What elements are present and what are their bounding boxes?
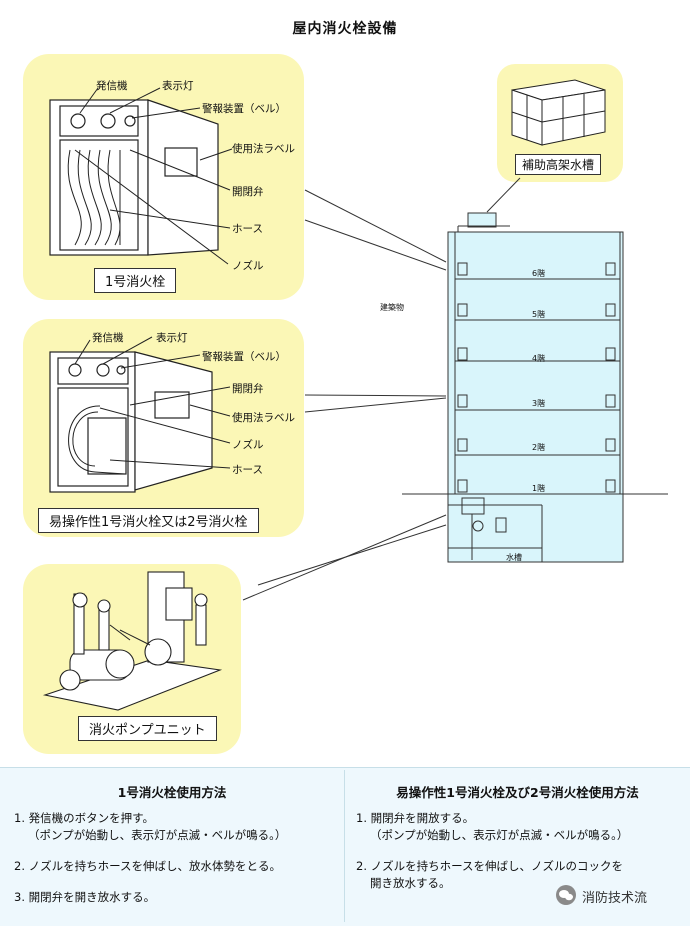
floor-label-4: 4階 [532, 354, 546, 363]
left-step-1: 1. 発信機のボタンを押す。 （ポンプが始動し、表示灯が点滅・ベルが鳴る。） [14, 810, 286, 844]
floor-label-2: 2階 [532, 443, 546, 452]
instructions-left-heading: 1号消火栓使用方法 [117, 785, 227, 800]
caption-hydrant-no2: 易操作性1号消火栓又は2号消火栓 [38, 508, 259, 533]
water-tank-label: 水槽 [506, 553, 522, 562]
building-label: 建築物 [380, 303, 404, 312]
right-step-2: 2. ノズルを持ちホースを伸ばし、ノズルのコックを 開き放水する。 [356, 858, 623, 892]
left-step-2-line1: 2. ノズルを持ちホースを伸ばし、放水体勢をとる。 [14, 859, 282, 873]
left-step-3-line1: 3. 開閉弁を開き放水する。 [14, 890, 156, 904]
floor-label-1: 1階 [532, 484, 546, 493]
label-transmitter-1: 発信機 [96, 80, 128, 92]
right-step-1: 1. 開閉弁を開放する。 （ポンプが始動し、表示灯が点滅・ベルが鳴る。） [356, 810, 628, 844]
label-hose-2: ホース [232, 464, 263, 476]
left-step-1-line2: （ポンプが始動し、表示灯が点滅・ベルが鳴る。） [28, 828, 287, 842]
building-diagram [402, 212, 668, 563]
right-step-2-line2: 開き放水する。 [370, 876, 451, 890]
caption-pump-unit: 消火ポンプユニット [78, 716, 217, 741]
label-valve-2: 開閉弁 [232, 383, 264, 395]
wechat-icon [556, 885, 576, 905]
label-indicator-2: 表示灯 [156, 332, 188, 344]
label-indicator-1: 表示灯 [162, 80, 194, 92]
right-step-2-line1: 2. ノズルを持ちホースを伸ばし、ノズルのコックを [356, 859, 624, 873]
label-alarm-1: 警報装置（ベル） [202, 103, 286, 115]
label-hose-1: ホース [232, 223, 263, 235]
floor-label-3: 3階 [532, 399, 546, 408]
label-usage-1: 使用法ラベル [232, 143, 295, 155]
floor-label-5: 5階 [532, 310, 546, 319]
label-usage-2: 使用法ラベル [232, 412, 295, 424]
caption-elevated-tank: 補助高架水槽 [515, 154, 602, 175]
left-step-1-line1: 1. 発信機のボタンを押す。 [14, 811, 154, 825]
label-valve-1: 開閉弁 [232, 186, 264, 198]
label-nozzle-1: ノズル [232, 260, 264, 272]
instructions-divider [344, 770, 345, 922]
floor-label-6: 6階 [532, 269, 546, 278]
left-step-3: 3. 開閉弁を開き放水する。 [14, 889, 155, 906]
watermark-text: 消防技术流 [582, 891, 648, 906]
right-step-1-line1: 1. 開閉弁を開放する。 [356, 811, 475, 825]
page-title: 屋内消火栓設備 [292, 21, 398, 37]
label-nozzle-2: ノズル [232, 439, 264, 451]
label-alarm-2: 警報装置（ベル） [202, 351, 286, 363]
right-step-1-line2: （ポンプが始動し、表示灯が点滅・ベルが鳴る。） [370, 828, 629, 842]
instructions-section [0, 767, 690, 926]
left-step-2: 2. ノズルを持ちホースを伸ばし、放水体勢をとる。 [14, 858, 281, 875]
caption-hydrant-no1: 1号消火栓 [94, 268, 177, 293]
instructions-right-heading: 易操作性1号消火栓及び2号消火栓使用方法 [396, 785, 639, 800]
label-transmitter-2: 発信機 [92, 332, 124, 344]
